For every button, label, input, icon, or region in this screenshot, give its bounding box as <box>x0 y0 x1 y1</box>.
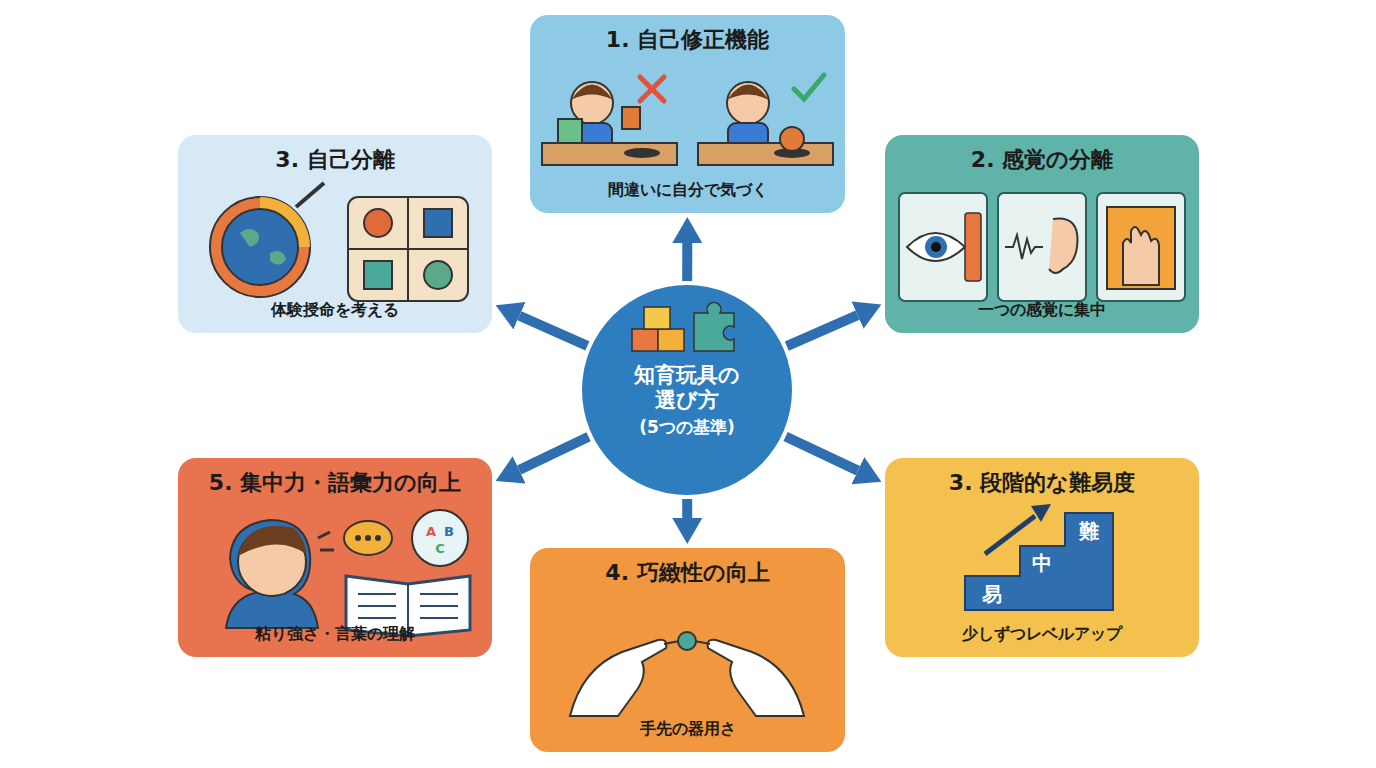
criterion-box: 2. 感覚の分離一つの感覚に集中 <box>885 135 1199 333</box>
step-label: 易 <box>982 584 1002 604</box>
criterion-box: 3. 自己分離体験授命を考える <box>178 135 492 333</box>
step-label: 難 <box>1079 521 1099 541</box>
arrow-connector <box>682 499 692 518</box>
arrow-connector <box>787 315 858 346</box>
center-subtitle: (5つの基準) <box>639 417 734 437</box>
box-caption: 体験授命を考える <box>271 300 399 319</box>
arrow-connector <box>519 437 588 470</box>
box-heading: 3. 段階的な難易度 <box>949 470 1135 496</box>
criterion-box: 5. 集中力・語彙力の向上粘り強さ・言葉の理解 <box>178 458 492 657</box>
step-label: 中 <box>1032 553 1052 573</box>
criterion-box: 1. 自己修正機能間違いに自分で気づく <box>530 15 845 213</box>
box-caption: 一つの感覚に集中 <box>978 300 1106 319</box>
arrow-connector <box>786 437 858 471</box>
letter-label: B <box>444 525 454 538</box>
box-caption: 手先の器用さ <box>640 719 736 738</box>
box-heading: 2. 感覚の分離 <box>971 147 1113 173</box>
criterion-box: 4. 巧緻性の向上手先の器用さ <box>530 548 845 752</box>
box-caption: 間違いに自分で気づく <box>608 180 768 199</box>
box-heading: 3. 自己分離 <box>275 147 394 173</box>
box-heading: 1. 自己修正機能 <box>606 27 769 53</box>
letter-label: A <box>426 525 436 538</box>
letter-label: C <box>435 542 445 555</box>
box-caption: 粘り強さ・言葉の理解 <box>255 624 415 643</box>
arrow-connector <box>682 243 692 281</box>
center-circle: 知育玩具の 選び方 (5つの基準) <box>582 285 792 495</box>
arrow-connector <box>519 316 587 346</box>
box-heading: 5. 集中力・語彙力の向上 <box>209 470 461 496</box>
box-heading: 4. 巧緻性の向上 <box>605 560 769 586</box>
center-title: 知育玩具の 選び方 <box>631 363 743 413</box>
box-caption: 少しずつレベルアップ <box>962 624 1122 643</box>
